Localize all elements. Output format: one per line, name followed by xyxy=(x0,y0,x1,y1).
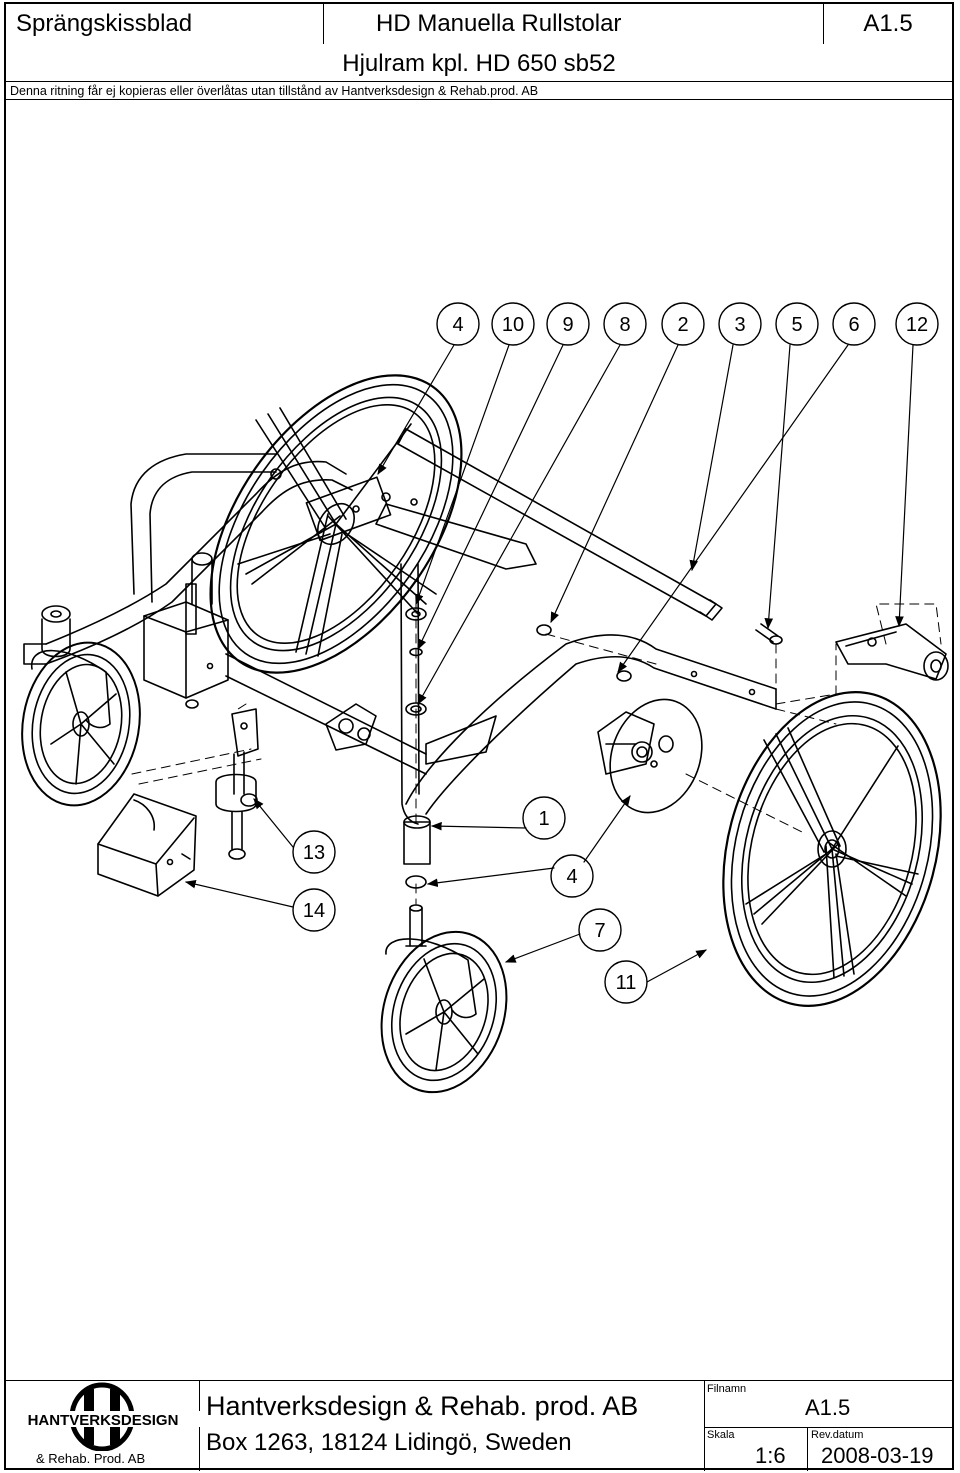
rear-wheel-upper xyxy=(209,374,463,674)
hub-disc-assembly xyxy=(597,698,703,814)
title-block-footer: HANTVERKSDESIGN & Rehab. Prod. AB Hantve… xyxy=(6,1380,953,1471)
assembly-dashed-lines xyxy=(131,603,942,905)
copyright-note: Denna ritning får ej kopieras eller över… xyxy=(6,82,952,100)
leader-lines-top xyxy=(377,344,914,705)
doc-type: Sprängskissblad xyxy=(6,4,324,44)
callout-11: 11 xyxy=(616,972,637,994)
drawing-info-block: Filnamn A1.5 Skala 1:6 Rev.datum 2008-03… xyxy=(704,1381,953,1471)
company-address: Box 1263, 18124 Lidingö, Sweden xyxy=(206,1429,572,1456)
callout-bubbles-top xyxy=(436,302,939,346)
filename-value: A1.5 xyxy=(805,1395,851,1420)
part-title: Hjulram kpl. HD 650 sb52 xyxy=(6,44,952,82)
callout-5: 5 xyxy=(791,314,802,336)
callout-7: 7 xyxy=(594,920,605,942)
callout-bubbles-lower xyxy=(292,796,648,1004)
drawing-frame: Sprängskissblad HD Manuella Rullstolar A… xyxy=(4,2,954,1471)
logo-subtitle: & Rehab. Prod. AB xyxy=(36,1451,146,1466)
callout-13: 13 xyxy=(303,842,325,864)
callout-14: 14 xyxy=(303,900,325,922)
company-name: Hantverksdesign & Rehab. prod. AB xyxy=(206,1391,639,1421)
leader-lines-lower xyxy=(184,795,707,983)
callout-10: 10 xyxy=(502,314,524,336)
company-logo: HANTVERKSDESIGN & Rehab. Prod. AB xyxy=(6,1381,200,1471)
hd-logo-mark: HANTVERKSDESIGN xyxy=(6,1382,200,1452)
front-caster-center xyxy=(380,930,508,1094)
axle-bar xyxy=(270,428,723,621)
callout-numbers-lower: 13 14 1 4 7 11 xyxy=(303,808,637,994)
callout-1: 1 xyxy=(538,808,549,830)
callout-6: 6 xyxy=(848,314,859,336)
caster-cover-exploded xyxy=(97,793,197,897)
callout-2: 2 xyxy=(677,314,688,336)
hardware-small-parts xyxy=(536,623,783,696)
callout-3: 3 xyxy=(734,314,745,336)
callout-9: 9 xyxy=(562,314,573,336)
callout-4-lower: 4 xyxy=(566,866,577,888)
callout-8: 8 xyxy=(619,314,630,336)
front-caster-left xyxy=(21,605,141,807)
rev-date-value: 2008-03-19 xyxy=(821,1443,934,1468)
scale-label: Skala xyxy=(707,1429,735,1441)
product-name: HD Manuella Rullstolar xyxy=(324,4,824,44)
axle-tube-exploded xyxy=(835,623,949,681)
logo-wordmark: HANTVERKSDESIGN xyxy=(28,1412,179,1429)
fork-block-left xyxy=(143,552,229,709)
exploded-view-drawing: 4 10 9 8 2 3 5 6 12 xyxy=(21,302,949,1094)
scale-value: 1:6 xyxy=(755,1443,786,1468)
rev-date-label: Rev.datum xyxy=(811,1429,864,1441)
fork-assembly-exploded xyxy=(215,708,259,860)
rear-wheel-right xyxy=(722,691,942,1007)
frame-tubes xyxy=(23,453,777,825)
sheet-code: A1.5 xyxy=(863,10,913,37)
callout-4: 4 xyxy=(452,314,463,336)
callout-numbers-top: 4 10 9 8 2 3 5 6 12 xyxy=(452,314,928,336)
callout-12: 12 xyxy=(906,314,928,336)
title-block-header: Sprängskissblad HD Manuella Rullstolar A… xyxy=(6,4,952,100)
center-exploded-stack xyxy=(403,607,431,947)
filename-label: Filnamn xyxy=(707,1383,747,1395)
